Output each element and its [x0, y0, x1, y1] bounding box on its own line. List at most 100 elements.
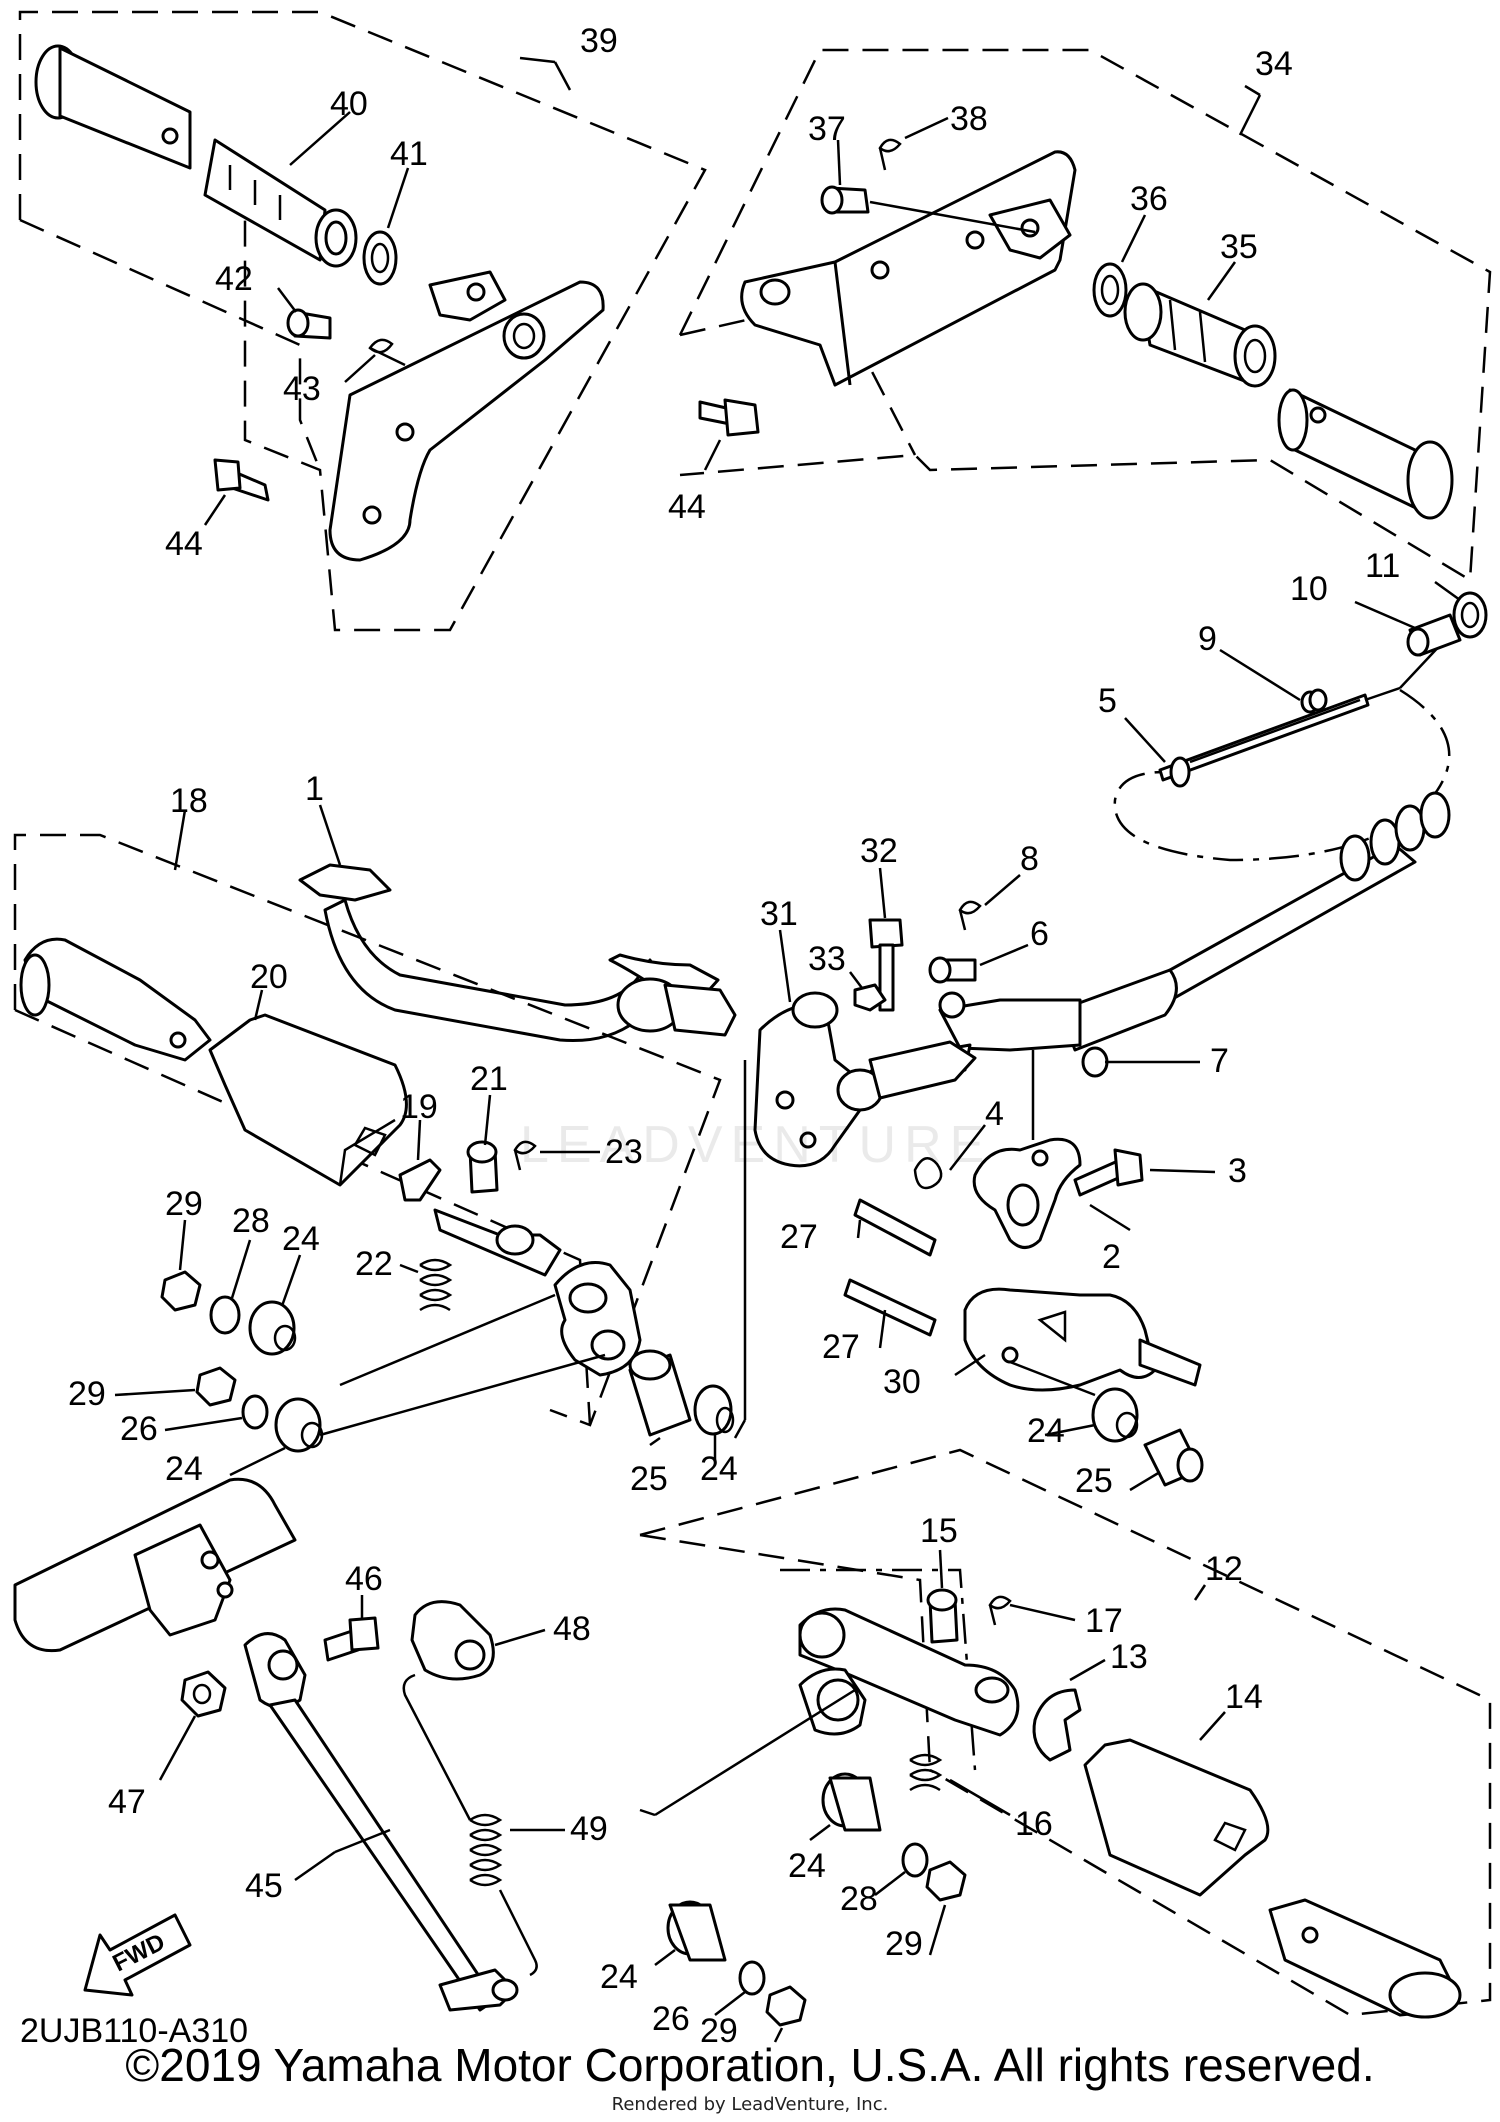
- callout-c28a: 28: [232, 1202, 270, 1240]
- joint-10: [1406, 613, 1462, 657]
- callout-c20: 20: [250, 958, 288, 996]
- callout-c28b: 28: [840, 1880, 878, 1918]
- spring-49: [402, 1673, 538, 1977]
- bolt-46: [323, 1616, 380, 1662]
- washer-28-left: [209, 1295, 241, 1335]
- spring-9: [1300, 688, 1328, 714]
- bracket-30: [963, 1287, 1202, 1392]
- watermark-text: LEADVENTURE: [520, 1116, 993, 1174]
- spring-4: [913, 1157, 943, 1190]
- callout-c49: 49: [570, 1810, 608, 1848]
- nut-29-right-upper: [925, 1860, 967, 1902]
- pin-6: [928, 956, 977, 984]
- callout-c24e: 24: [788, 1847, 826, 1885]
- bushing-25-left: [628, 1349, 692, 1437]
- callout-c24f: 24: [600, 1958, 638, 1996]
- copyright-notice: ©2019 Yamaha Motor Corporation, U.S.A. A…: [125, 2039, 1375, 2091]
- arm-2: [972, 1137, 1082, 1249]
- callout-c4: 4: [985, 1095, 1004, 1133]
- washer-28-right: [901, 1842, 929, 1878]
- washer-26-left: [241, 1394, 269, 1430]
- bolt-44-right: [698, 398, 760, 437]
- bushing-24-right-lower: [666, 1900, 727, 1962]
- callout-c39: 39: [580, 22, 618, 60]
- callout-c37: 37: [808, 110, 846, 148]
- callout-c26b: 26: [652, 2000, 690, 2038]
- callout-c33: 33: [808, 940, 846, 978]
- footrest-rubber-35: [1123, 282, 1277, 388]
- callout-c44b: 44: [668, 488, 706, 526]
- callout-c22: 22: [355, 1245, 393, 1283]
- bushing-24-left-lower: [274, 1397, 324, 1453]
- callout-c40: 40: [330, 85, 368, 123]
- bushing-24-right-upper: [821, 1772, 882, 1832]
- washer-36: [1092, 262, 1128, 318]
- nut-33: [853, 983, 887, 1012]
- nut-11: [1452, 591, 1488, 639]
- callout-c46: 46: [345, 1560, 383, 1598]
- shaft-31: [753, 991, 977, 1168]
- callout-c5: 5: [1098, 682, 1117, 720]
- footrest-20: [208, 1013, 408, 1187]
- callout-c3: 3: [1228, 1152, 1247, 1190]
- side-stand-45: [243, 1632, 519, 2012]
- group-39-left-footrest-assembly: [18, 10, 707, 632]
- bracket-48: [410, 1600, 495, 1681]
- brake-rod-5: [1158, 686, 1401, 788]
- bolt-3: [1073, 1148, 1144, 1197]
- callout-c29d: 29: [700, 2012, 738, 2050]
- pin-21: [466, 1140, 499, 1194]
- washer-7: [1081, 1046, 1109, 1078]
- callout-c2: 2: [1102, 1238, 1121, 1276]
- footrest-pin-35: [1277, 388, 1454, 520]
- pin-42: [286, 308, 332, 340]
- washer-26-right: [738, 1960, 766, 1996]
- callout-c29c: 29: [885, 1925, 923, 1963]
- callout-c8: 8: [1020, 840, 1039, 878]
- callout-c27a: 27: [780, 1218, 818, 1256]
- callout-c35: 35: [1220, 228, 1258, 266]
- callout-c24a: 24: [282, 1220, 320, 1258]
- cotter-pin-38: [878, 138, 902, 171]
- bracket-13: [1032, 1688, 1082, 1762]
- spring-22: [419, 1258, 453, 1312]
- cotter-pin-17: [988, 1595, 1012, 1626]
- callout-c36: 36: [1130, 180, 1168, 218]
- pin-27-upper: [853, 1198, 937, 1257]
- pin-15: [926, 1588, 959, 1644]
- callout-c32: 32: [860, 832, 898, 870]
- callout-c24b: 24: [165, 1450, 203, 1488]
- bushing-25-right: [1143, 1428, 1204, 1487]
- callout-c16: 16: [1015, 1805, 1053, 1843]
- bracket-15-arm: [798, 1607, 1020, 1737]
- callout-c6: 6: [1030, 915, 1049, 953]
- bolt-44-left: [213, 458, 270, 502]
- callout-c24c: 24: [700, 1450, 738, 1488]
- brake-pedal-1: [298, 863, 737, 1043]
- callout-c27b: 27: [822, 1328, 860, 1366]
- callout-c29b: 29: [68, 1375, 106, 1413]
- cotter-pin-23: [513, 1140, 537, 1171]
- callout-c43: 43: [283, 370, 321, 408]
- clevis-6: [938, 991, 1082, 1052]
- callout-c34: 34: [1255, 45, 1293, 83]
- callout-c21: 21: [470, 1060, 508, 1098]
- cotter-pin-8: [958, 900, 982, 931]
- callout-c48: 48: [553, 1610, 591, 1648]
- callout-c30: 30: [883, 1363, 921, 1401]
- callout-c10: 10: [1290, 570, 1328, 608]
- callout-c41: 41: [390, 135, 428, 173]
- bushing-24-left-upper: [248, 1300, 297, 1356]
- callout-c13: 13: [1110, 1638, 1148, 1676]
- callout-c25b: 25: [1075, 1462, 1113, 1500]
- nut-29-lower: [195, 1366, 237, 1407]
- callout-c17: 17: [1085, 1602, 1123, 1640]
- bolt-32: [868, 918, 904, 1012]
- callout-c23: 23: [605, 1133, 643, 1171]
- bushing-24-right: [1091, 1387, 1139, 1443]
- group-18-left-front-footrest: [13, 809, 722, 1437]
- rendered-by-credit: Rendered by LeadVenture, Inc.: [611, 2094, 889, 2115]
- bracket-19: [398, 1158, 562, 1277]
- callout-labels: 1234567891011121314151617181920212223242…: [68, 22, 1400, 2050]
- footrest-rubber-40: [203, 138, 358, 268]
